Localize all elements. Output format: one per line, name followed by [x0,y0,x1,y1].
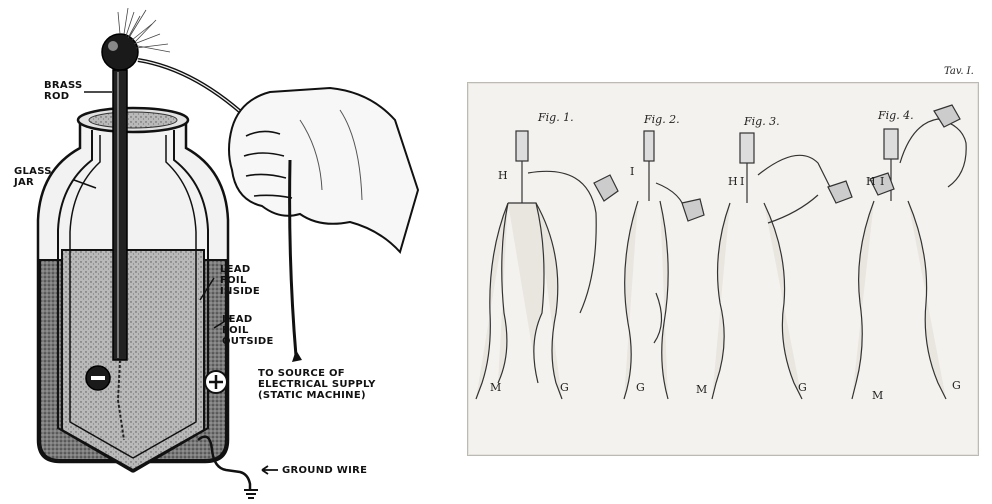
galvani-plate: Fig. 1. Fig. 2. Fig. 3. Fig. 4. H M G I … [467,82,979,456]
figure-caption: Fig. 2. [644,113,680,126]
label-brass-rod: BRASS ROD [44,80,83,102]
figure-caption: Fig. 4. [878,109,914,122]
figure-letter: I [630,165,634,178]
fig4-frog [852,105,966,399]
label-lead-foil-outside: LEAD FOIL OUTSIDE [222,314,274,347]
figure-letter: M [872,389,883,402]
frog-legs-illustration [468,83,978,455]
figure-letter: I [740,175,744,188]
label-electrical-source: TO SOURCE OF ELECTRICAL SUPPLY (STATIC M… [258,368,376,401]
figure-letter: H [866,175,876,188]
figure-letter: G [952,379,961,392]
figure-letter: M [490,381,501,394]
label-glass-jar: GLASS JAR [14,166,52,188]
fig2-frog [624,131,704,399]
hand-illustration [229,88,418,252]
plate-number: Tav. I. [944,66,974,77]
figure-letter: G [636,381,645,394]
label-lead-foil-inside: LEAD FOIL INSIDE [220,264,260,297]
figure-letter: I [880,175,884,188]
fig3-frog [712,133,852,399]
brass-rod [113,70,127,360]
figure-letter: M [696,383,707,396]
label-ground-wire: GROUND WIRE [282,465,367,476]
figure-caption: Fig. 3. [744,115,780,128]
lead-foil-inside [62,250,204,470]
figure-letter: H [498,169,508,182]
figure-caption: Fig. 1. [538,111,574,124]
figure-letter: G [798,381,807,394]
figure-letter: H [728,175,738,188]
figure-letter: G [560,381,569,394]
leyden-jar-illustration [0,0,460,504]
